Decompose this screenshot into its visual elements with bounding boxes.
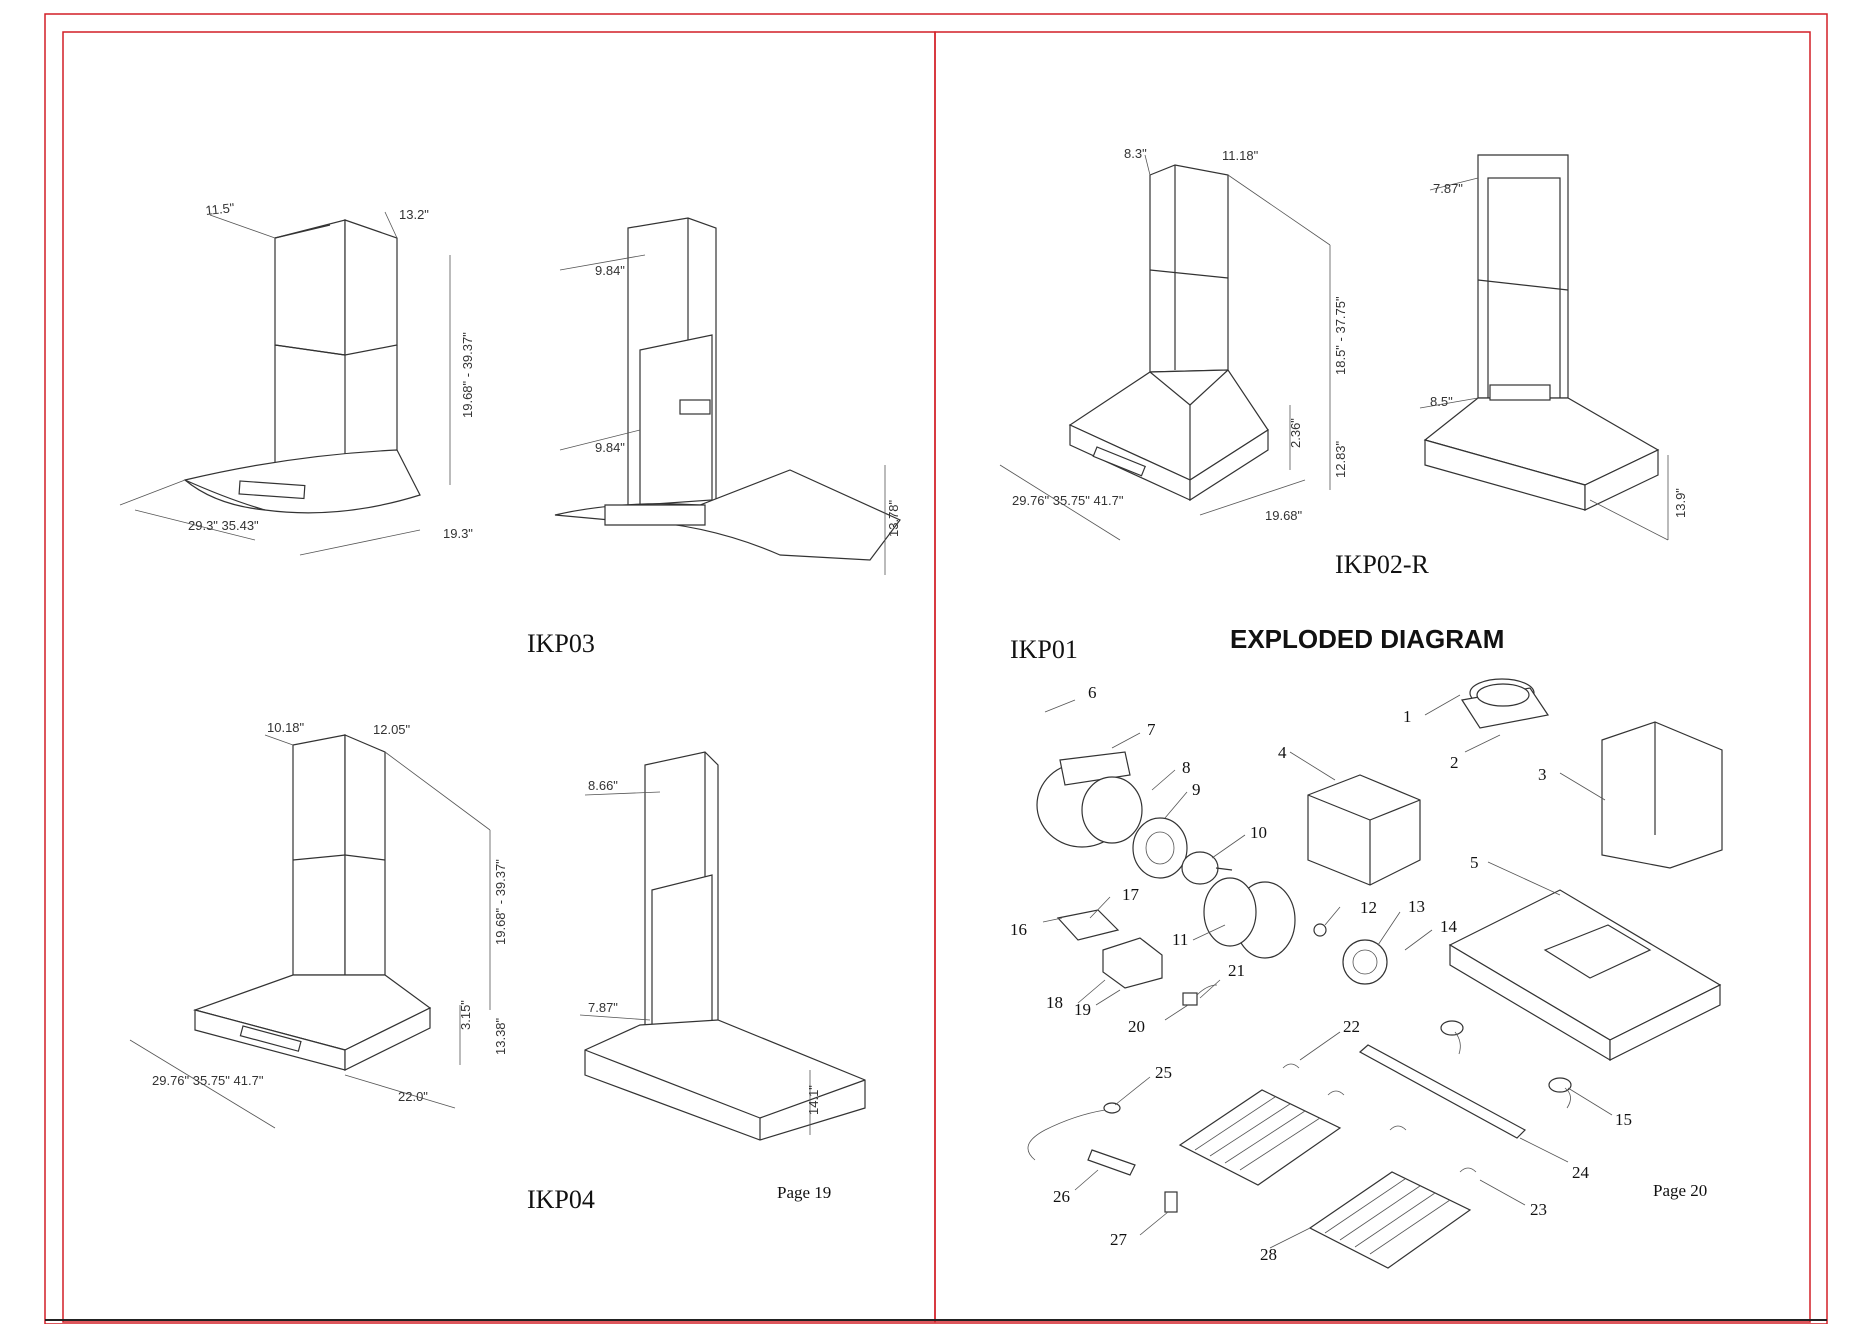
ikp04-dim-chimney-d: 12.05" [373,722,411,737]
part-label-28: 28 [1260,1245,1277,1264]
part-label-2: 2 [1450,753,1459,772]
part-label-1: 1 [1403,707,1412,726]
ikp03-dim-glass-h: 13.78" [886,499,901,537]
part-label-16: 16 [1010,920,1027,939]
part-label-17: 17 [1122,885,1140,904]
ikp01-dim-widths: 29.76" 35.75" 41.7" [1012,493,1124,508]
part-label-19: 19 [1074,1000,1091,1019]
outer-border [44,13,1828,1324]
ikp04-dim-height: 19.68" - 39.37" [493,859,508,945]
part-label-6: 6 [1088,683,1097,702]
ikp02r-dim-side-w2: 8.5" [1430,394,1453,409]
ikp01-drawing: 8.3" 11.18" 18.5" - 37.75" 2.36" 12.83" … [999,146,1348,541]
ikp02r-dim-side-h: 13.9" [1673,488,1688,518]
ikp04-label: IKP04 [527,1185,595,1214]
ikp02r-drawing: 7.87" 8.5" 13.9" [1419,154,1688,541]
part-label-15: 15 [1615,1110,1632,1129]
ikp03-dim-chimney-d: 13.2" [399,207,429,222]
ikp03-dim-side-w2: 9.84" [595,440,625,455]
part-label-8: 8 [1182,758,1191,777]
part-label-9: 9 [1192,780,1201,799]
exploded-diagram-title: EXPLODED DIAGRAM [1230,624,1504,654]
part-label-13: 13 [1408,897,1425,916]
ikp03-dim-chimney-w: 11.5" [205,200,236,218]
part-label-11: 11 [1172,930,1188,949]
part-label-22: 22 [1343,1017,1360,1036]
part-label-18: 18 [1046,993,1063,1012]
ikp04-dim-side-h: 14.1" [806,1085,821,1115]
part-label-24: 24 [1572,1163,1590,1182]
grease-filter-lower [1308,1171,1472,1269]
ikp03-dim-height: 19.68" - 39.37" [460,332,475,418]
ikp03-side-drawing: 9.84" 9.84" 13.78" [554,217,901,575]
part-label-20: 20 [1128,1017,1145,1036]
ikp03-dim-side-w: 9.84" [595,263,625,278]
ikp03-dim-widths: 29.3" 35.43" [188,518,259,533]
part-label-10: 10 [1250,823,1267,842]
grease-filter-upper [1178,1089,1342,1186]
ikp04-wall-drawing: 10.18" 12.05" 19.68" - 39.37" 3.15" 13.3… [129,720,508,1129]
part-label-5: 5 [1470,853,1479,872]
ikp04-dim-hood-h: 3.15" [458,1000,473,1030]
ikp04-side-drawing: 8.66" 7.87" 14.1" [579,751,866,1141]
part-label-7: 7 [1147,720,1156,739]
ikp03-label: IKP03 [527,629,595,658]
ikp01-label: IKP01 [1010,635,1078,664]
ikp04-dim-widths: 29.76" 35.75" 41.7" [152,1073,264,1088]
ikp04-dim-side-w2: 7.87" [588,1000,618,1015]
right-page-border [934,31,1811,1323]
ikp01-dim-depth: 19.68" [1265,508,1303,523]
ikp04-dim-depth: 22.0" [398,1089,428,1104]
part-label-21: 21 [1228,961,1245,980]
part-label-14: 14 [1440,917,1458,936]
ikp01-dim-hood-h: 2.36" [1288,418,1303,448]
ikp01-dim-height: 18.5" - 37.75" [1333,296,1348,375]
part-label-3: 3 [1538,765,1547,784]
ikp04-dim-side-w: 8.66" [588,778,618,793]
ikp04-dim-body-h: 13.38" [493,1017,508,1055]
page-number-right: Page 20 [1653,1181,1707,1200]
part-label-4: 4 [1278,743,1287,762]
ikp02r-label: IKP02-R [1335,550,1430,579]
ikp04-dim-chimney-w: 10.18" [267,720,305,735]
part-label-25: 25 [1155,1063,1172,1082]
page-number-left: Page 19 [777,1183,831,1202]
exploded-parts-drawing: 1 2 3 4 5 6 7 8 9 10 11 12 13 14 15 16 1… [1010,678,1723,1269]
part-label-26: 26 [1053,1187,1070,1206]
ikp01-dim-body-h: 12.83" [1333,440,1348,478]
part-label-12: 12 [1360,898,1377,917]
part-label-27: 27 [1110,1230,1128,1249]
ikp02r-dim-side-w: 7.87" [1433,181,1463,196]
ikp01-dim-chimney-d: 11.18" [1222,148,1259,163]
left-page-border [62,31,936,1323]
ikp03-wall-drawing: 11.5" 13.2" 19.68" - 39.37" 29.3" 35.43"… [119,200,475,556]
part-label-23: 23 [1530,1200,1547,1219]
ikp03-dim-depth: 19.3" [443,526,473,541]
ikp01-dim-chimney-w: 8.3" [1124,146,1147,161]
